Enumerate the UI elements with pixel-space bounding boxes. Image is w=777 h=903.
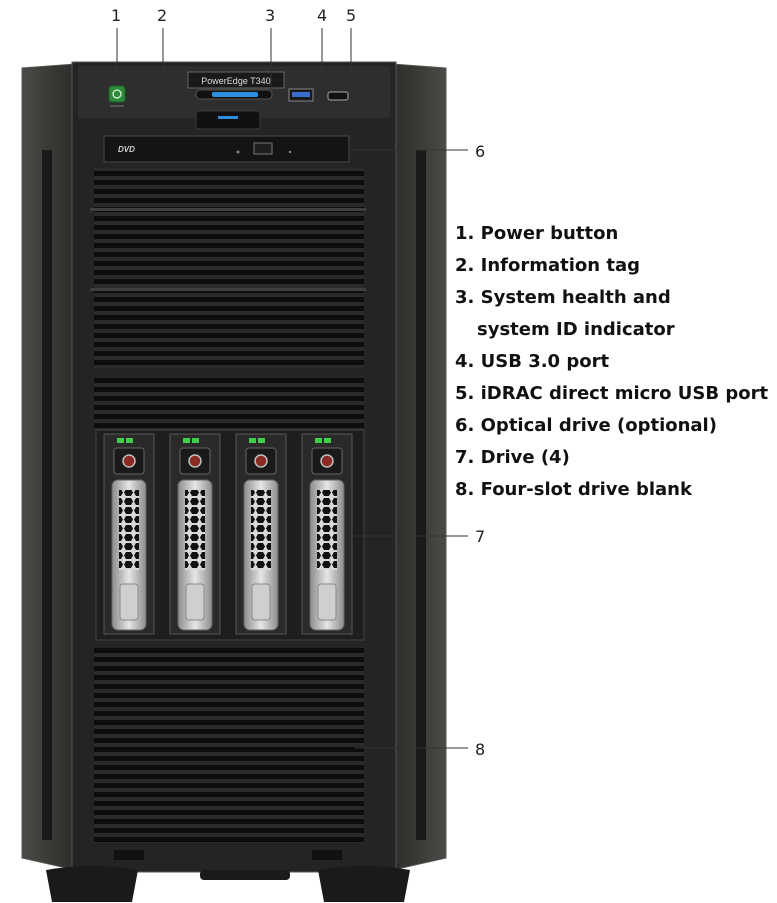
dvd-logo: DVD [118, 145, 135, 154]
drive-carrier-2[interactable] [169, 433, 221, 635]
callout-1: 1 [111, 6, 122, 25]
drive-carrier-3[interactable] [235, 433, 287, 635]
power-button[interactable] [108, 85, 126, 103]
legend-item-3: 3. System health and [455, 287, 671, 308]
callout-8: 8 [475, 740, 486, 759]
idrac-micro-usb-port[interactable] [327, 91, 349, 101]
vent-lower [94, 648, 364, 843]
callout-4: 4 [317, 6, 328, 25]
callout-7: 7 [475, 527, 486, 546]
callout-5: 5 [346, 6, 357, 25]
legend-item-8: 8. Four-slot drive blank [455, 479, 692, 500]
legend-item-1: 1. Power button [455, 223, 619, 244]
legend-item-6: 6. Optical drive (optional) [455, 415, 717, 436]
drive-carrier-1[interactable] [103, 433, 155, 635]
legend-item-5: 5. iDRAC direct micro USB port [455, 383, 769, 404]
legend-item-2: 2. Information tag [455, 255, 640, 276]
legend: 1. Power button 2. Information tag 3. Sy… [455, 218, 768, 506]
callout-3: 3 [265, 6, 276, 25]
legend-item-7: 7. Drive (4) [455, 447, 570, 468]
legend-item-3-continued: system ID indicator [477, 319, 675, 340]
leader-lines [116, 28, 468, 749]
information-tag[interactable] [195, 110, 261, 130]
vent-upper [94, 168, 364, 368]
callout-2: 2 [157, 6, 168, 25]
model-label: PowerEdge T340 [201, 76, 270, 86]
optical-drive: DVD [103, 135, 350, 163]
callout-6: 6 [475, 142, 486, 161]
vent-middle [94, 378, 364, 430]
control-panel: PowerEdge T340 [78, 66, 390, 130]
drive-carrier-4[interactable] [301, 433, 353, 635]
feet [46, 850, 410, 902]
model-label-plate [187, 71, 285, 89]
legend-item-4: 4. USB 3.0 port [455, 351, 610, 372]
